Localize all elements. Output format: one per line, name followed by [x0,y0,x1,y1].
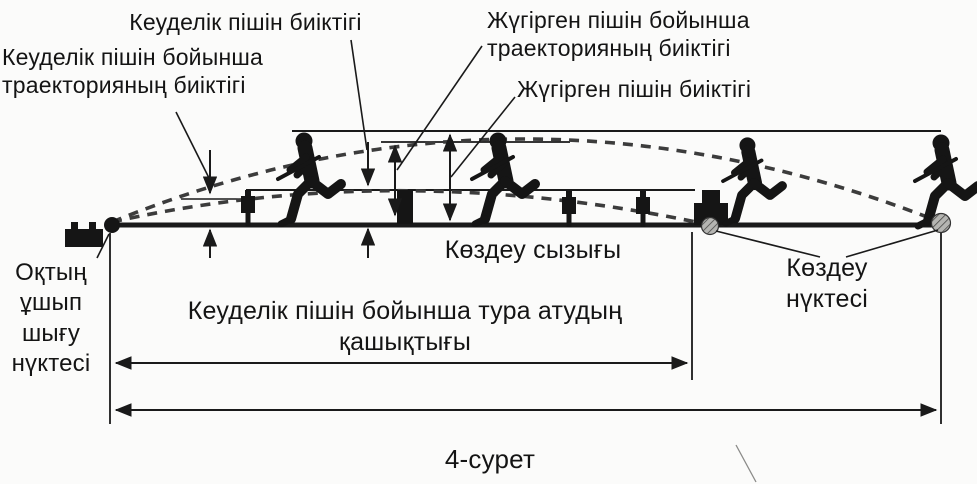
label-aiming-point: Көздеу нүктесі [785,254,869,313]
chest-target-3 [562,191,576,227]
leader-running-trajectory-height [396,45,483,171]
label-running-trajectory-height: Жүгірген пішін бойынша траекторияның биі… [487,7,750,62]
machine-gun-target [694,190,728,225]
label-aiming-line: Көздеу сызығы [444,236,622,264]
muzzle-point-dot [104,217,120,233]
leader-aim-point-far [845,229,939,258]
leader-aim-point-near [715,230,821,258]
label-chest-trajectory-height: Кеуделік пішін бойынша траекторияның биі… [2,44,264,99]
aim-point-marker-near [700,216,720,236]
leader-chest-trajectory-height [175,111,210,179]
figure-caption: 4-сурет [444,444,536,474]
label-direct-shot-distance: Кеуделік пішін бойынша тура атудың қашық… [187,297,623,356]
soldier-silhouette-2 [472,133,535,225]
chest-target-2 [397,190,413,224]
leader-chest-figure-height [350,39,368,151]
soldier-silhouette-3 [723,137,782,223]
aim-point-marker-far [930,212,952,234]
leader-running-figure-height [450,96,516,178]
running-figure-trajectory [111,137,941,224]
machine-gun-icon [65,222,103,247]
soldier-silhouette-1 [278,133,341,225]
chest-target-4 [636,191,650,227]
soldier-silhouette-4 [915,135,977,227]
chest-target-1 [241,190,255,226]
label-chest-figure-height: Кеуделік пішін биіктігі [129,9,362,35]
label-running-figure-height: Жүгірген пішін биіктігі [517,76,752,102]
leader-muzzle-point [96,233,110,259]
label-muzzle-point: Оқтың ұшып шығу нүктесі [11,259,91,378]
scan-artifact-line [735,444,757,483]
